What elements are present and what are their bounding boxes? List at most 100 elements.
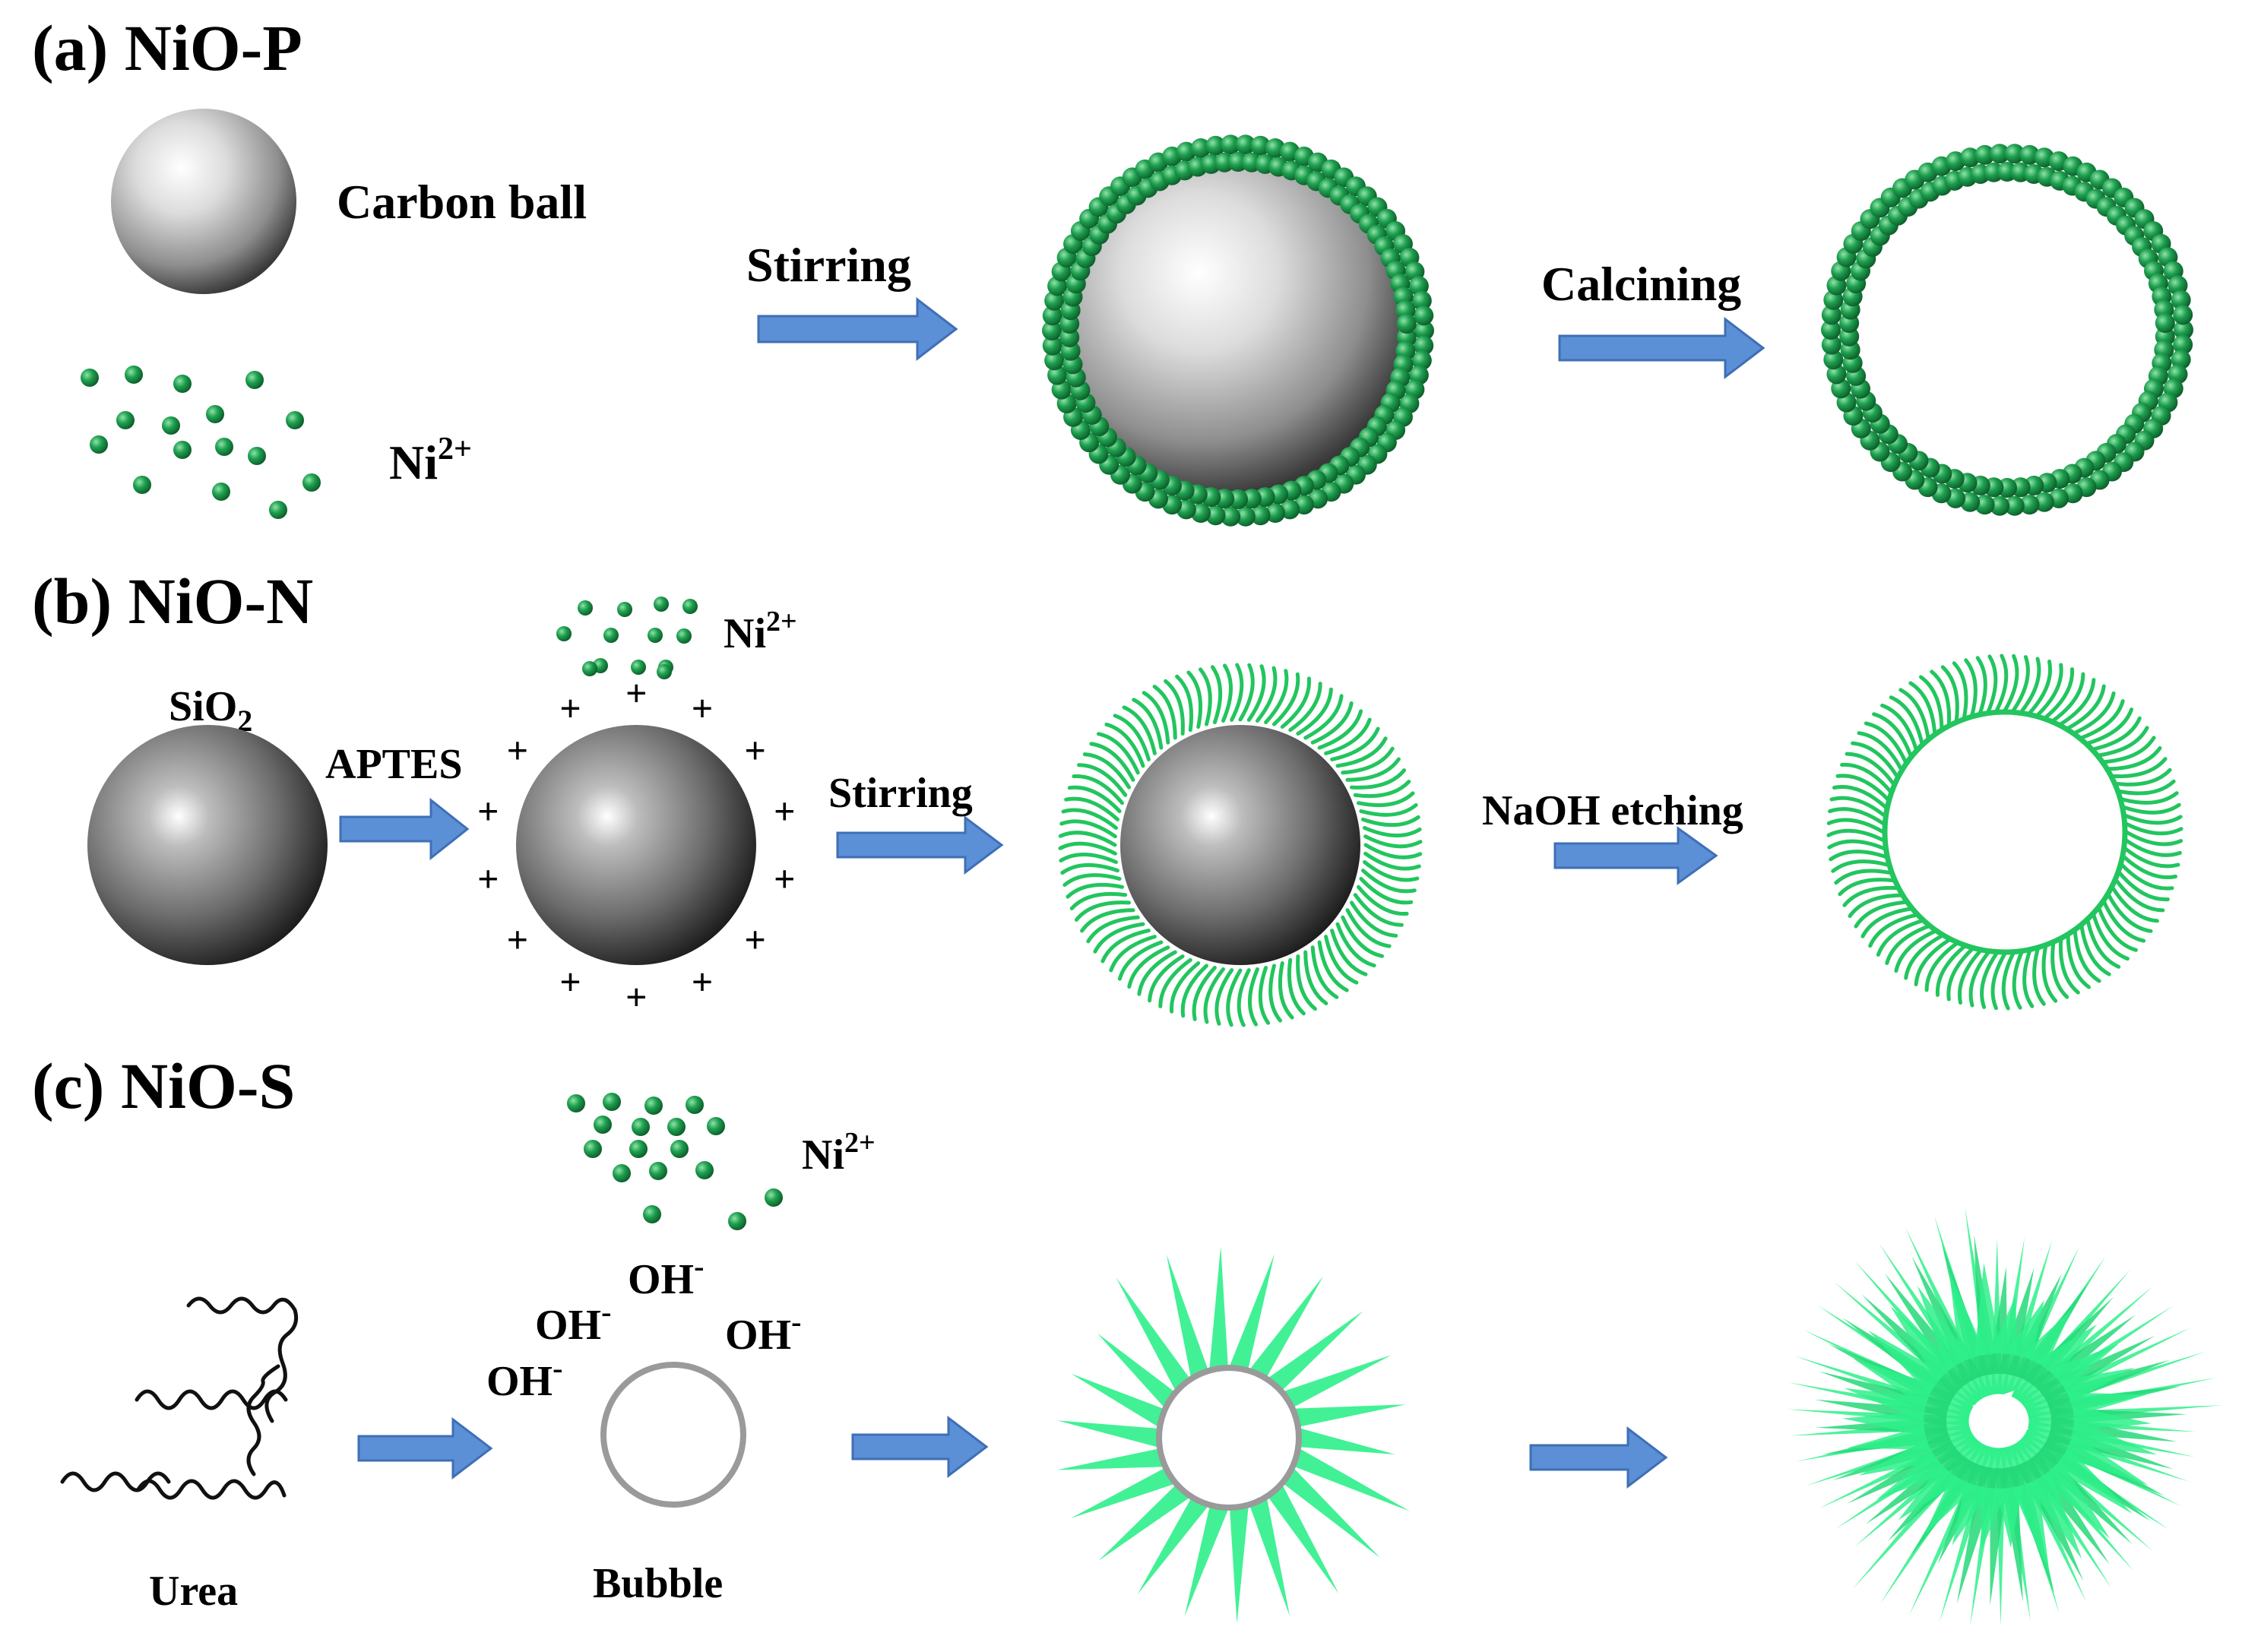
ni-hair (1857, 731, 1903, 771)
nanosheet-spike (1184, 1507, 1228, 1616)
ni-hair (1237, 968, 1251, 1027)
ni-hair (1964, 658, 1978, 717)
plus-sign: + (774, 858, 796, 900)
carbon-ball (111, 109, 296, 294)
flower-petal (2054, 1448, 2133, 1514)
plus-sign: + (625, 672, 648, 714)
ni-hair (1335, 736, 1388, 768)
ni-bead (1821, 305, 1841, 325)
ni-ion-dot (594, 1116, 612, 1134)
ni-hair (1829, 796, 1886, 818)
ni-bead (2174, 320, 2193, 340)
nanosheet-spike (1284, 1355, 1392, 1407)
ni-hair (1186, 670, 1203, 729)
ni-hair (1093, 922, 1145, 954)
ni-hair (2097, 726, 2149, 758)
ni-ion-dot (116, 411, 135, 429)
ni-hair (2073, 691, 2116, 735)
arrow-bubble-to-spiked (851, 1415, 989, 1479)
ni-hair (1170, 961, 1201, 1014)
ni-ion-dot (644, 1097, 663, 1115)
ni-hair (2124, 821, 2183, 836)
ni-ion-cluster-c (567, 1093, 783, 1230)
ni-hair (1864, 721, 1908, 764)
stirring-label-b: Stirring (828, 770, 973, 817)
urea-molecules (60, 1296, 299, 1500)
ni-hair (1192, 966, 1217, 1021)
ni-hair (2035, 663, 2063, 717)
ni-hair (1898, 688, 1930, 740)
ni-hair (1132, 698, 1164, 750)
plus-sign: + (692, 961, 714, 1003)
ni-ion-dot (125, 366, 143, 384)
flower-petal (2027, 1471, 2082, 1559)
ni-hair (2117, 779, 2176, 796)
ni-hair (1180, 964, 1208, 1018)
ni-hair (1117, 940, 1164, 981)
ni-hair (1350, 900, 1398, 938)
nanosheet-spikes (1057, 1246, 1411, 1624)
sio2-label: SiO2 (169, 683, 252, 738)
ni-hair (2019, 657, 2041, 714)
ni-hair (1968, 951, 1990, 1008)
ni-bead (1042, 321, 1062, 340)
ni-hair (1940, 665, 1959, 723)
ni-hair (1287, 957, 1306, 1016)
ni-hair (2051, 672, 2085, 723)
ni-hair (2120, 791, 2179, 805)
ni-bead (2034, 492, 2054, 512)
ni-bead (1044, 350, 1065, 371)
ni-hair (2107, 746, 2162, 771)
ni-bead (1990, 144, 2010, 164)
ni-bead (1974, 144, 1995, 165)
nanosheet-spike (1268, 1311, 1363, 1390)
ni-ion-dot (648, 628, 663, 643)
ni-hair (1842, 885, 1899, 907)
ni-hair (1268, 964, 1282, 1023)
ni-ion-dot (631, 660, 646, 675)
ni-bead (1974, 495, 1995, 515)
flower-petal (1842, 1411, 1925, 1436)
ni-hair (2079, 699, 2125, 740)
ni-hair (2092, 716, 2142, 752)
nio-s-flower-sphere (1787, 1207, 2223, 1627)
ni-hair (1066, 882, 1124, 899)
nanosheet-spike (1137, 1499, 1208, 1595)
ni-hair (2120, 862, 2174, 891)
flower-petal (1898, 1465, 1962, 1521)
ni-hair (1361, 815, 1420, 828)
nanosheet-spike (1057, 1448, 1164, 1470)
flower-petal (1981, 1487, 2008, 1549)
ni-bead (1047, 365, 1068, 385)
ni-coated-carbon-ball (1042, 135, 1434, 527)
arrow-calcining (1558, 316, 1765, 380)
flower-petal (2073, 1406, 2152, 1431)
ni-hair (1894, 929, 1937, 973)
ni-bead (1414, 335, 1434, 356)
ni-hair (1317, 940, 1349, 992)
ni-hair (1361, 869, 1417, 894)
ni-bead (1205, 135, 1226, 156)
ni-hair (2012, 951, 2024, 1010)
oh-label-3: OH- (725, 1305, 801, 1359)
ni-hair (1086, 915, 1140, 944)
bubble-core (1156, 1365, 1302, 1511)
ni-ion-dot (728, 1212, 746, 1230)
ni-hair (1330, 929, 1368, 976)
ni-hair (1199, 667, 1212, 726)
urea-chain-5 (136, 1479, 287, 1500)
ni-shell-coating (1042, 135, 1434, 527)
ni-hair (1100, 929, 1151, 964)
ni-ion-dot (695, 1161, 714, 1179)
nanosheet-spike (1166, 1254, 1208, 1377)
ni-hair (1363, 843, 1423, 859)
ni-hair (1324, 935, 1359, 985)
ni-hair (1832, 785, 1888, 809)
ni-ion-dot (632, 1118, 650, 1136)
ni-hair (1946, 947, 1974, 1002)
ni-hair (1127, 945, 1170, 989)
ni-hair (2102, 900, 2146, 943)
ni-hair (1280, 676, 1311, 729)
ni-hair (1064, 796, 1119, 821)
ni-hair (1137, 950, 1177, 996)
